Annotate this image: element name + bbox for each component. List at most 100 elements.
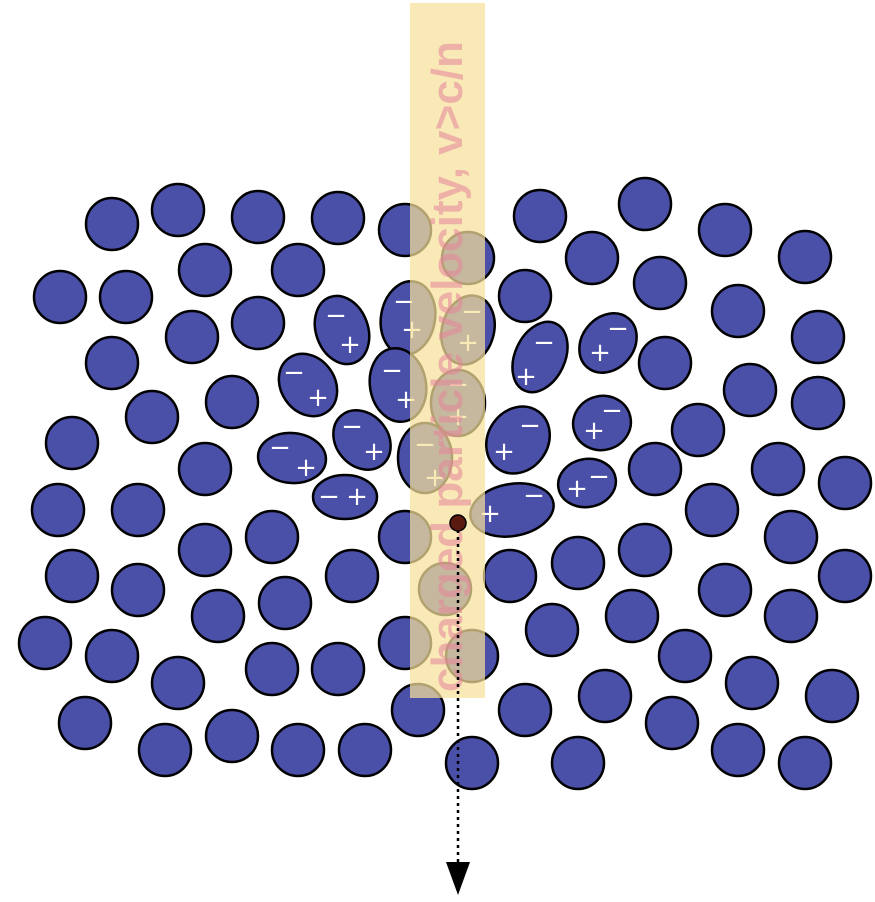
polarized-atom-shape [256, 430, 328, 486]
minus-charge: − [588, 462, 610, 492]
atom [272, 244, 324, 296]
plus-charge: + [566, 474, 588, 504]
minus-charge: − [283, 358, 305, 388]
atom [499, 270, 551, 322]
plus-charge: + [589, 338, 611, 368]
plus-charge: + [583, 416, 605, 446]
atom [246, 643, 298, 695]
plus-charge: + [339, 330, 361, 360]
atom [272, 724, 324, 776]
atom [32, 484, 84, 536]
atom [179, 244, 231, 296]
atom [672, 404, 724, 456]
atom [19, 617, 71, 669]
plus-charge: + [493, 437, 515, 467]
atom [792, 377, 844, 429]
atom [34, 271, 86, 323]
atom [806, 670, 858, 722]
polarized-atom: −+ [313, 475, 377, 519]
atom [579, 670, 631, 722]
atom [152, 184, 204, 236]
atom [59, 697, 111, 749]
trajectory-arrowhead [446, 862, 470, 895]
minus-charge: − [381, 356, 403, 386]
polarized-atom: −+ [568, 302, 649, 384]
atom [86, 337, 138, 389]
atom [446, 737, 498, 789]
atom [646, 697, 698, 749]
atom [629, 443, 681, 495]
atom [712, 724, 764, 776]
polarized-atom: −+ [473, 394, 562, 486]
atom [699, 204, 751, 256]
atom [552, 737, 604, 789]
atom [86, 630, 138, 682]
atom [639, 337, 691, 389]
atom [46, 550, 98, 602]
atom [765, 590, 817, 642]
atom [179, 443, 231, 495]
atom [232, 191, 284, 243]
atom [259, 577, 311, 629]
minus-charge: − [269, 433, 291, 463]
atom [792, 311, 844, 363]
minus-charge: − [341, 412, 363, 442]
atom [552, 537, 604, 589]
atom [619, 524, 671, 576]
plus-charge: + [346, 482, 368, 512]
atom [179, 524, 231, 576]
atom [699, 564, 751, 616]
atom [499, 684, 551, 736]
polarized-atom: −+ [502, 313, 579, 401]
atom [659, 630, 711, 682]
polarized-atom: −+ [256, 430, 328, 486]
atom [232, 297, 284, 349]
atom [484, 550, 536, 602]
atom [312, 192, 364, 244]
atom [724, 364, 776, 416]
atom [752, 443, 804, 495]
particle-velocity-label: charged particle velocity, v>c/n [423, 41, 472, 692]
atom [206, 710, 258, 762]
minus-charge: − [318, 482, 340, 512]
plus-charge: + [295, 453, 317, 483]
plus-charge: + [363, 437, 385, 467]
atom [686, 484, 738, 536]
atom [634, 257, 686, 309]
atom [152, 657, 204, 709]
minus-charge: − [523, 481, 545, 511]
atom [192, 590, 244, 642]
polarized-atom: −+ [567, 389, 637, 456]
atom [46, 417, 98, 469]
atom [712, 285, 764, 337]
atom [606, 590, 658, 642]
minus-charge: − [533, 328, 555, 358]
plus-charge: + [515, 362, 537, 392]
atom [619, 178, 671, 230]
atom [139, 724, 191, 776]
atom [112, 564, 164, 616]
atom [166, 311, 218, 363]
atom [779, 231, 831, 283]
atom [100, 271, 152, 323]
atom [514, 190, 566, 242]
atom [126, 391, 178, 443]
atom [112, 484, 164, 536]
atom [779, 737, 831, 789]
atom [326, 550, 378, 602]
atom [312, 643, 364, 695]
atom [819, 457, 871, 509]
minus-charge: − [519, 411, 541, 441]
atom [246, 511, 298, 563]
atom [819, 550, 871, 602]
atom [566, 232, 618, 284]
polarized-atom-shape [473, 394, 562, 486]
atom [726, 657, 778, 709]
atom [339, 724, 391, 776]
plus-charge: + [307, 383, 329, 413]
atom [765, 511, 817, 563]
polarized-atom: −+ [554, 454, 619, 511]
atom [86, 198, 138, 250]
atom [206, 376, 258, 428]
